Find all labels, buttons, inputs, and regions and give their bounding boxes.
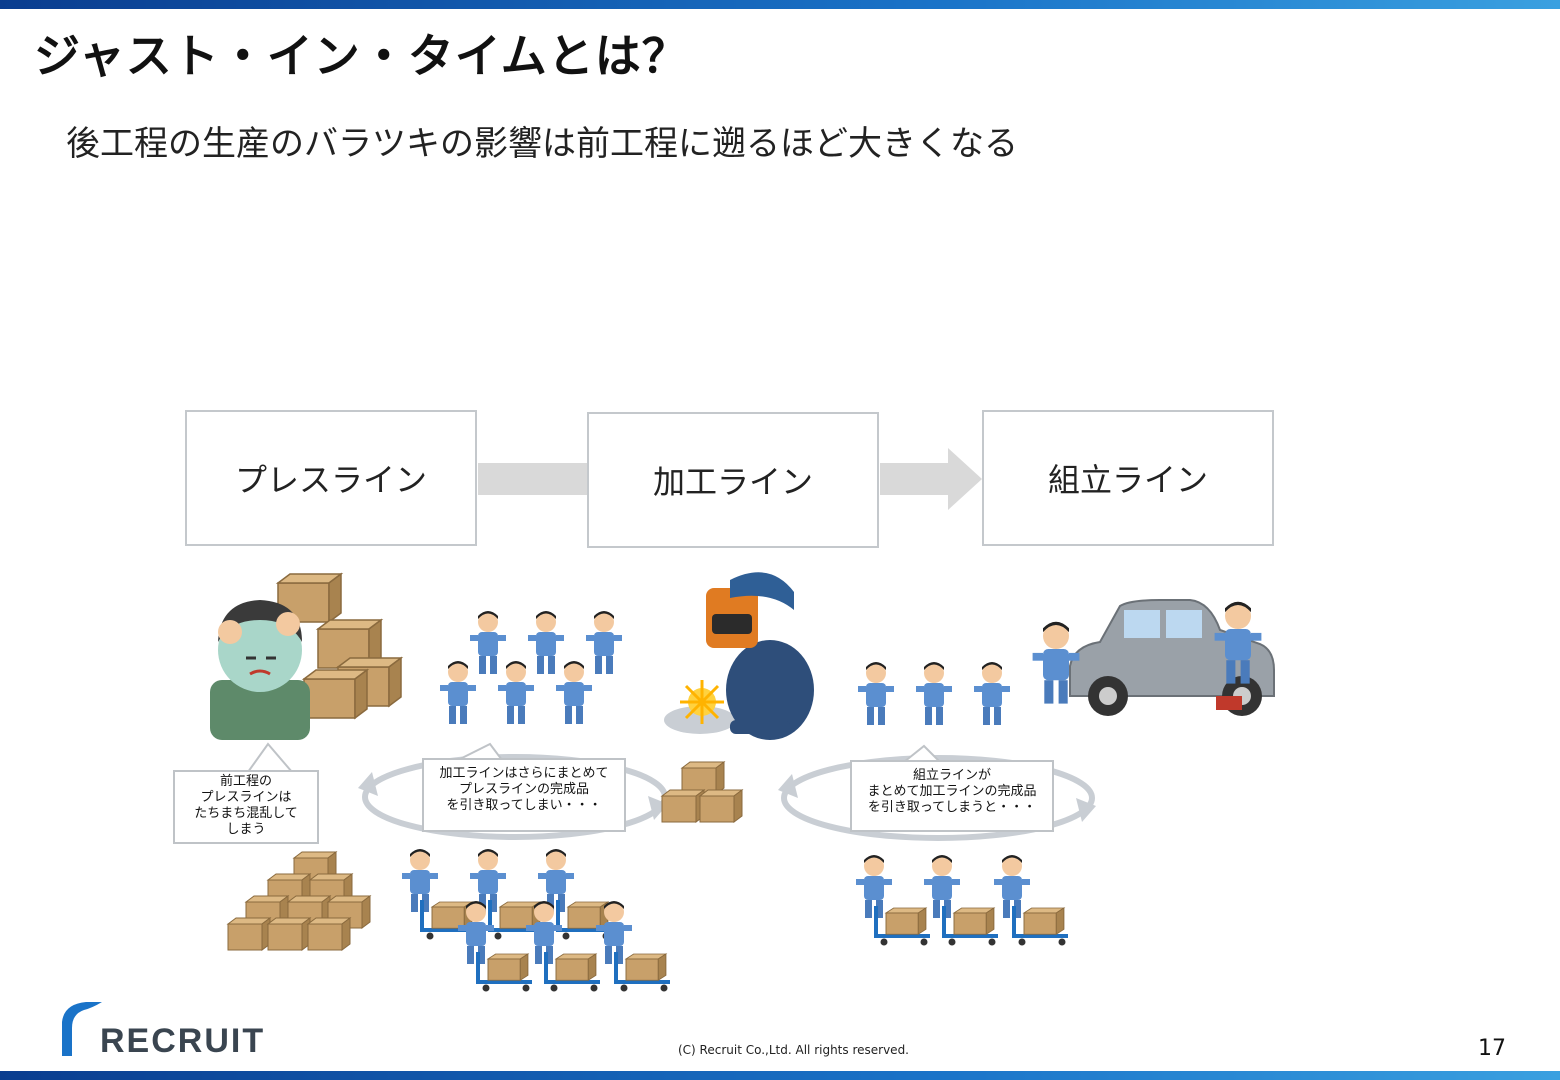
running-workers-group [440,611,622,724]
cycle-arrowhead [358,772,378,796]
car-mechanics-illustration [1032,599,1275,716]
bubble-tail [246,742,295,773]
welder-illustration [664,572,814,740]
slide-title: ジャスト・イン・タイムとは？ [34,29,689,83]
logo-text: RECRUIT [100,1022,266,1060]
callout-press: 前工程の プレスラインは たちまち混乱して しまう [173,770,319,844]
cart-workers-assembly [856,855,1068,946]
slide-subtitle: 後工程の生産のバラツキの影響は前工程に遡るほど大きくなる [66,124,1018,164]
stage-label: プレスライン [234,461,427,499]
callout-line: たちまち混乱して [194,806,298,821]
stage-label: 加工ライン [652,463,813,501]
connector-press-machining [478,463,588,495]
bottom-accent-bar [0,1071,1560,1080]
stage-label: 組立ライン [1047,461,1208,499]
arrow-machining-assembly [880,448,982,510]
stage-assembly-line: 組立ライン [982,410,1274,546]
cycle-arrow-assembly [781,755,1095,841]
worried-worker-illustration [210,600,310,740]
callout-line: しまう [226,822,266,837]
cart-workers-machining [402,849,670,992]
cycle-arrowhead [1076,798,1096,822]
copyright-text: (C) Recruit Co.,Ltd. All rights reserved… [678,1043,909,1057]
callout-machining: 加工ラインはさらにまとめて プレスラインの完成品 を引き取ってしまい・・・ [422,758,626,832]
callout-line: 前工程の [219,774,272,789]
running-workers-assembly [858,662,1010,725]
callout-line: を引き取ってしまい・・・ [446,798,602,813]
recruit-logo-mark [62,1002,102,1056]
top-accent-bar [0,0,1560,9]
callout-line: を引き取ってしまうと・・・ [867,800,1037,815]
callout-line: プレスラインの完成品 [458,782,589,797]
callout-line: 組立ラインが [912,768,991,783]
page-number: 17 [1478,1036,1506,1061]
callout-line: 加工ラインはさらにまとめて [439,766,609,781]
cycle-arrowhead [778,774,798,798]
bottom-box-pile [227,851,371,951]
stage-press-line: プレスライン [185,410,477,546]
middle-box-pile [661,761,743,823]
stage-machining-line: 加工ライン [587,412,879,548]
recruit-logo: RECRUIT [56,1000,296,1060]
callout-line: まとめて加工ラインの完成品 [867,784,1037,799]
callout-line: プレスラインは [200,790,292,805]
callout-assembly: 組立ラインが まとめて加工ラインの完成品 を引き取ってしまうと・・・ [850,760,1054,832]
